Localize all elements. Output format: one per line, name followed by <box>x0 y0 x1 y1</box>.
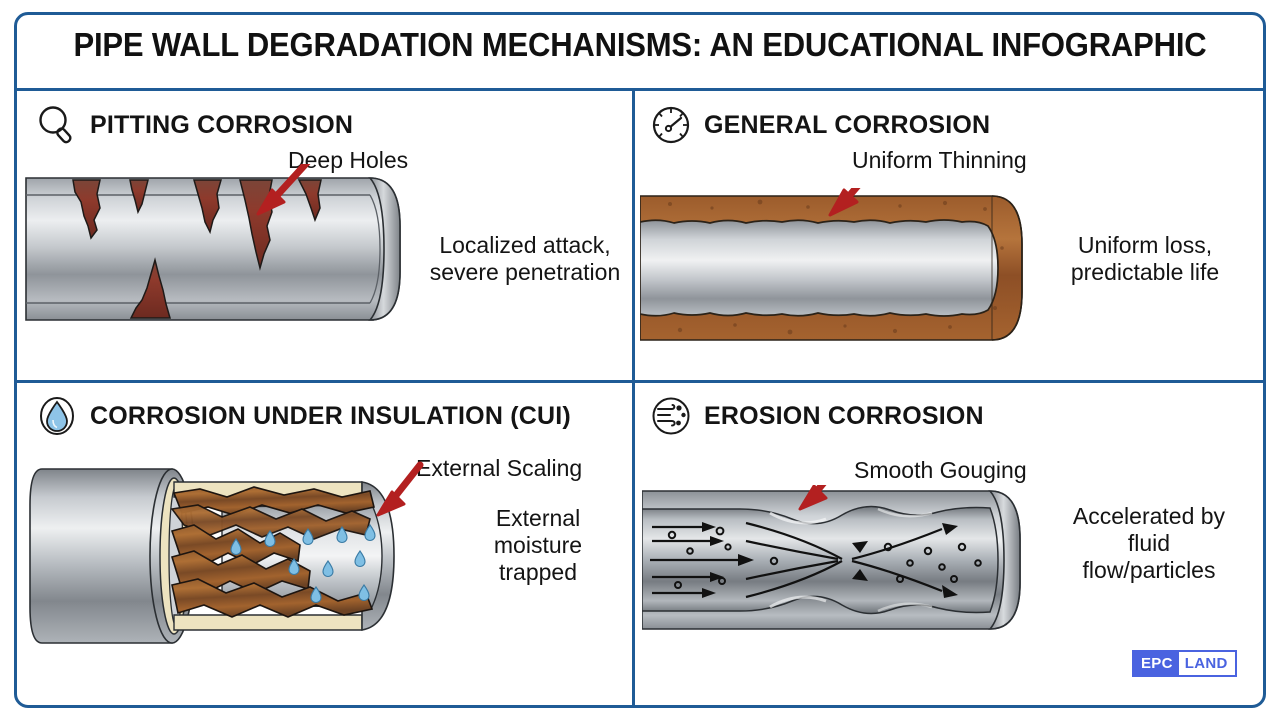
panel-header-general: GENERAL CORROSION <box>648 102 990 148</box>
page-title: PIPE WALL DEGRADATION MECHANISMS: AN EDU… <box>73 26 1207 63</box>
divider-vertical <box>632 88 635 706</box>
panel-title-erosion: EROSION CORROSION <box>704 401 984 430</box>
logo-land: LAND <box>1178 652 1235 675</box>
wind-flow-icon <box>648 393 694 439</box>
panel-header-cui: CORROSION UNDER INSULATION (CUI) <box>34 393 571 439</box>
panel-header-pitting: PITTING CORROSION <box>34 102 353 148</box>
panel-pitting-corrosion: PITTING CORROSION Deep Holes <box>18 92 630 379</box>
panel-description-pitting: Localized attack, severe penetration <box>429 232 621 286</box>
panel-description-erosion: Accelerated by fluid flow/particles <box>1072 503 1226 584</box>
water-droplets <box>230 524 376 604</box>
callout-external-scaling: External Scaling <box>416 455 583 481</box>
magnifier-icon <box>34 102 80 148</box>
logo-epc: EPC <box>1134 652 1179 675</box>
arrow-uniform-thinning <box>828 188 861 217</box>
callout-deep-holes: Deep Holes <box>288 147 409 173</box>
callout-uniform-thinning: Uniform Thinning <box>852 147 1027 173</box>
panel-title-general: GENERAL CORROSION <box>704 110 991 139</box>
arrow-smooth-gouging <box>798 485 828 511</box>
pitting-pipe-illustration <box>25 164 401 321</box>
arrow-external-scaling <box>376 461 424 517</box>
panel-title-cui: CORROSION UNDER INSULATION (CUI) <box>90 401 571 430</box>
gauge-icon <box>648 102 694 148</box>
callout-smooth-gouging: Smooth Gouging <box>854 457 1027 483</box>
panel-erosion-corrosion: EROSION CORROSION Smooth Gouging <box>638 385 1262 705</box>
general-corrosion-pipe-illustration <box>640 188 1023 341</box>
water-drop-icon <box>34 393 80 439</box>
arrow-deep-holes <box>256 164 311 216</box>
panel-general-corrosion: GENERAL CORROSION Uniform Thinning <box>638 92 1262 379</box>
divider-horizontal-middle <box>17 380 1263 383</box>
panel-description-general: Uniform loss, predictable life <box>1070 232 1220 286</box>
epcland-logo[interactable]: EPC LAND <box>1132 650 1237 677</box>
panel-title-pitting: PITTING CORROSION <box>90 110 354 139</box>
panel-corrosion-under-insulation: CORROSION UNDER INSULATION (CUI) Externa… <box>18 385 630 705</box>
panel-description-cui: External moisture trapped <box>493 505 583 586</box>
erosion-pipe-illustration <box>642 485 1021 630</box>
cui-pipe-illustration <box>29 461 424 644</box>
divider-horizontal-top <box>17 88 1263 91</box>
panel-header-erosion: EROSION CORROSION <box>648 393 984 439</box>
